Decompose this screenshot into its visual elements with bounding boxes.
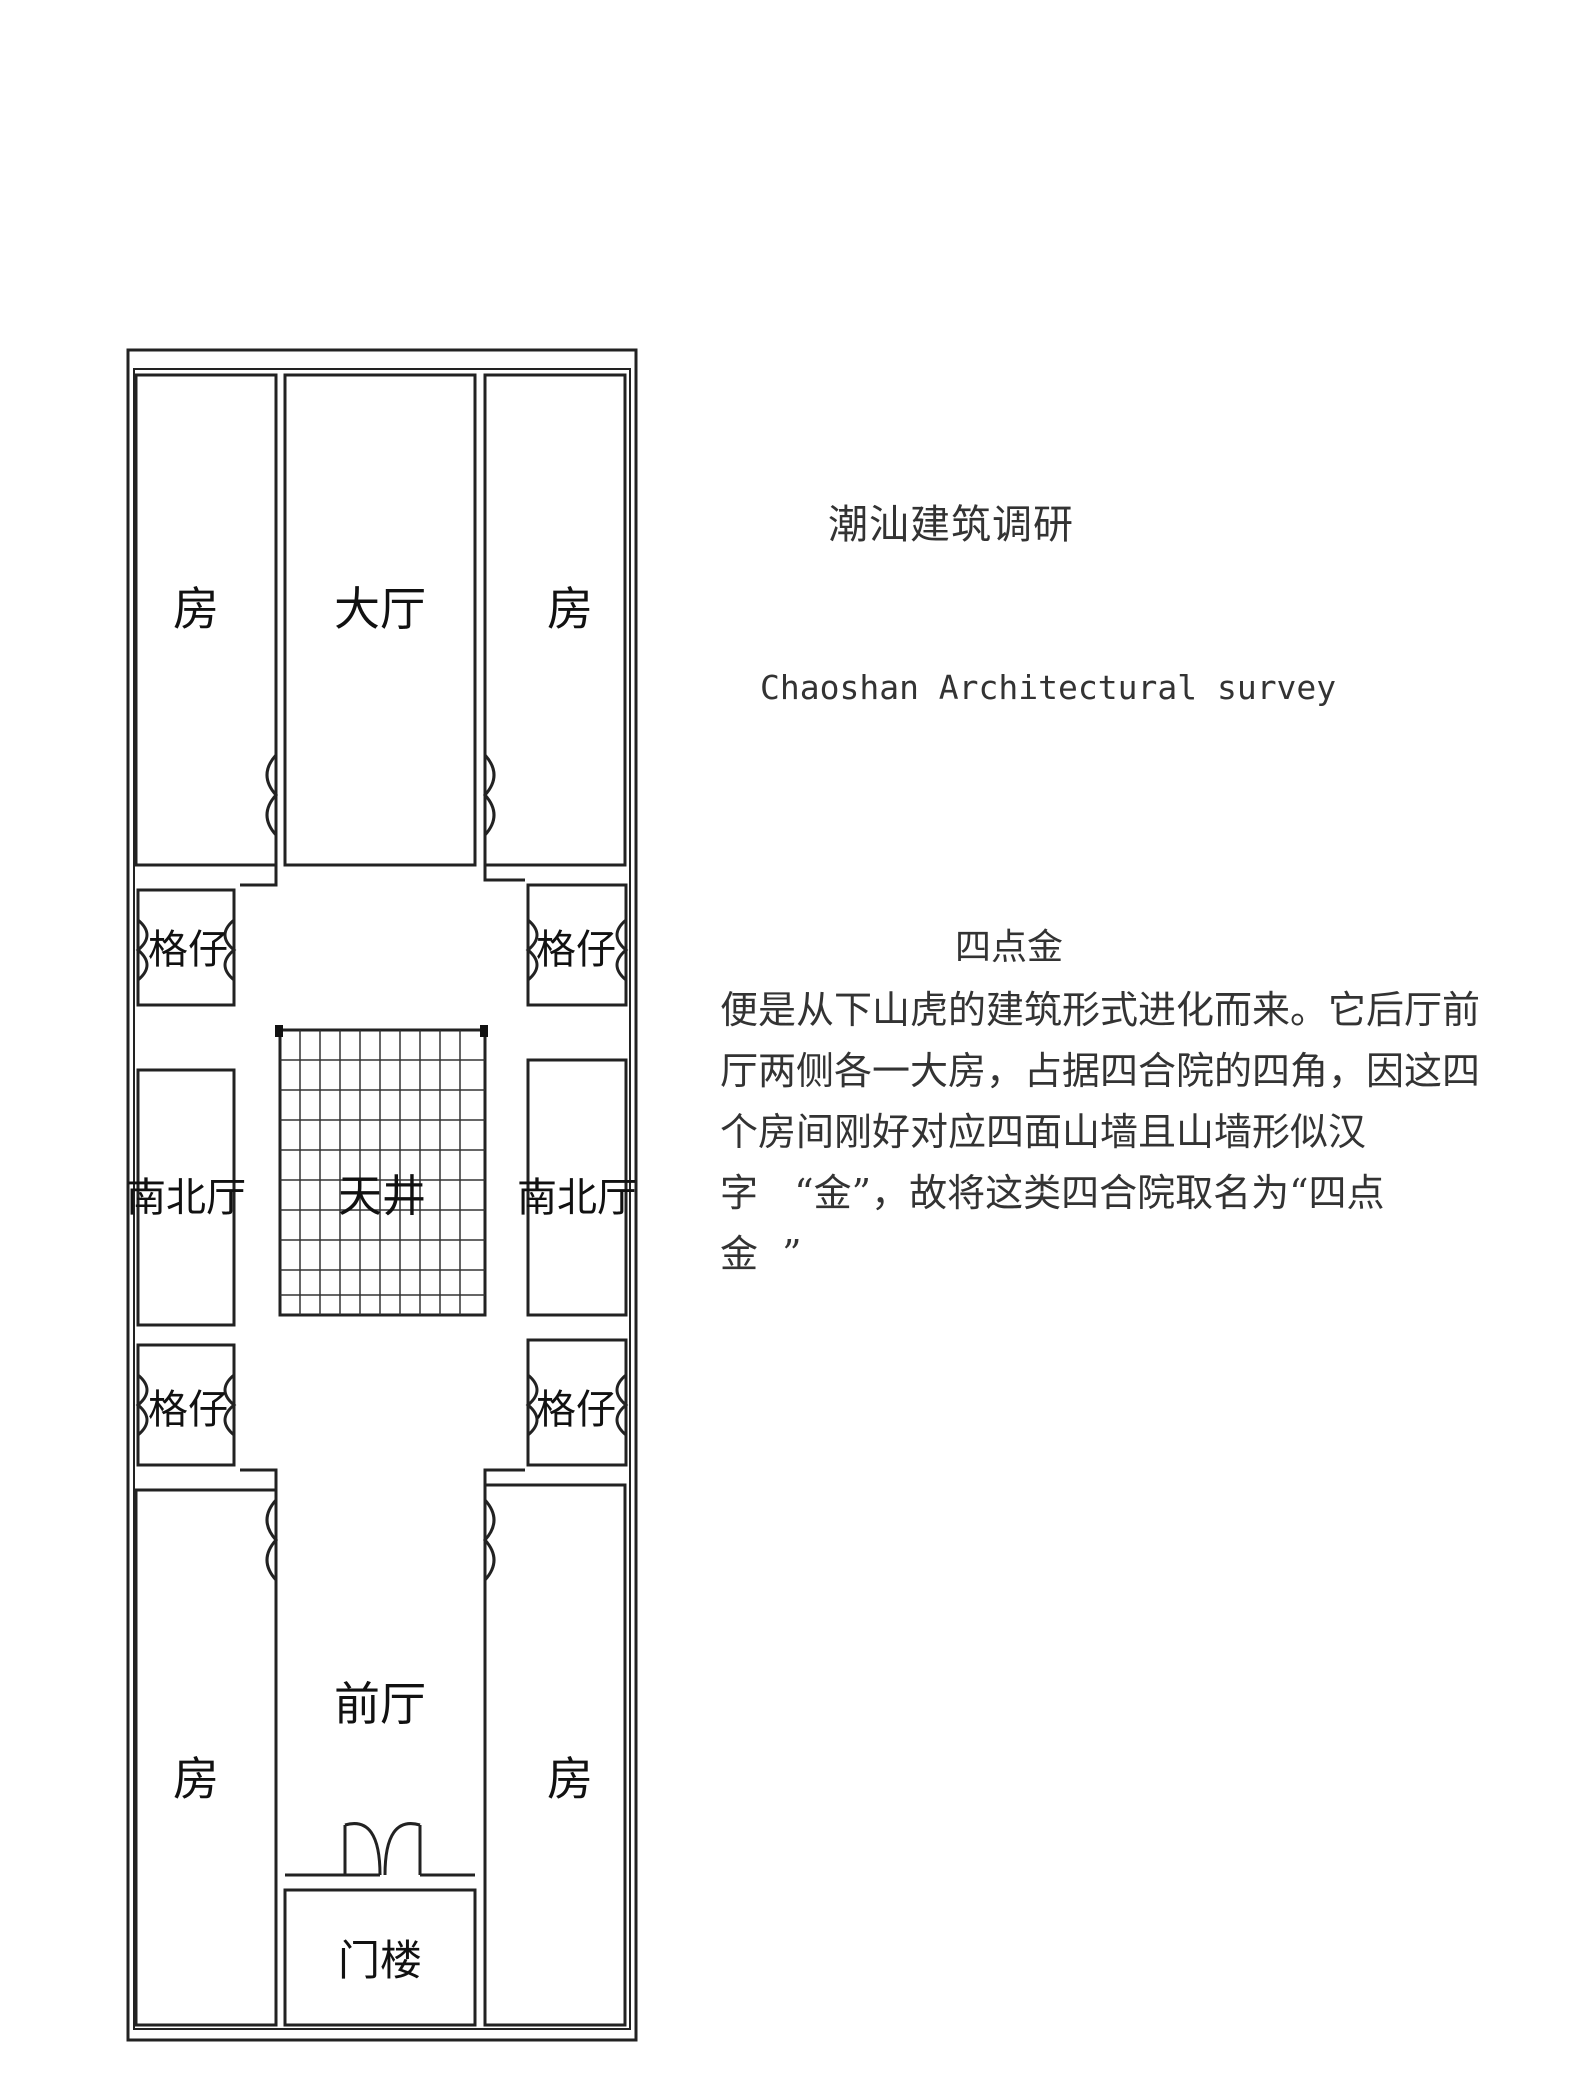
ns-hall-right	[526, 1058, 628, 1317]
wall-segment	[483, 865, 525, 882]
floor-plan-svg: 房 大厅 房 格仔 格仔 南北厅 天井 南北厅 格仔 格仔 房 前厅 房 门楼	[126, 348, 638, 2042]
door-swing	[223, 918, 237, 982]
floor-plan-diagram: 房 大厅 房 格仔 格仔 南北厅 天井 南北厅 格仔 格仔 房 前厅 房 门楼	[120, 345, 650, 2085]
door-swing	[482, 753, 496, 837]
body-line: 便是从下山虎的建筑形式进化而来。它后厅前	[720, 988, 1481, 1032]
gatehouse	[283, 1888, 477, 2027]
wall-segment	[483, 1468, 525, 1485]
label-side-room-upper-right: 格仔	[536, 927, 616, 973]
label-ns-hall-left: 南北厅	[126, 1175, 246, 1221]
room-bottom-right	[483, 1483, 627, 2027]
door-swing	[265, 1498, 279, 1582]
label-ns-hall-right: 南北厅	[517, 1175, 637, 1221]
ns-hall-left	[136, 1068, 236, 1327]
wall-segment	[240, 1468, 278, 1490]
body-line: 厅两侧各一大房，占据四合院的四角，因这四	[720, 1049, 1481, 1093]
courtyard	[278, 1028, 487, 1317]
label-room-top-right: 房	[547, 582, 593, 636]
side-room-upper-right	[526, 883, 628, 1007]
door-swing	[135, 918, 149, 982]
door-swing	[525, 918, 539, 982]
section-heading: 四点金	[955, 927, 1064, 968]
label-front-hall: 前厅	[334, 1677, 426, 1731]
room-bottom-left	[134, 1488, 278, 2027]
wall-segment	[240, 865, 278, 887]
door-swing	[265, 753, 279, 837]
courtyard-post	[275, 1025, 283, 1037]
room-top-right	[483, 373, 627, 867]
door-swing	[344, 1822, 421, 1876]
label-side-room-upper-left: 格仔	[148, 927, 228, 973]
document-subtitle: Chaoshan Architectural survey	[760, 668, 1337, 707]
side-room-upper-left	[136, 888, 236, 1007]
label-courtyard: 天井	[338, 1171, 426, 1222]
label-gatehouse: 门楼	[338, 1936, 422, 1985]
body-line: 字 “金”，故将这类四合院取名为“四点	[720, 1171, 1385, 1215]
door-swing	[615, 1373, 629, 1437]
door-swing	[482, 1498, 496, 1582]
door-swing	[615, 918, 629, 982]
label-room-bottom-right: 房	[547, 1752, 593, 1806]
label-side-room-lower-left: 格仔	[148, 1387, 228, 1433]
side-room-lower-right	[526, 1338, 628, 1467]
inner-outer-wall	[133, 368, 631, 2030]
body-paragraph: 便是从下山虎的建筑形式进化而来。它后厅前 厅两侧各一大房，占据四合院的四角，因这…	[720, 980, 1480, 1285]
outer-wall	[126, 348, 638, 2042]
body-line: 金 ”	[720, 1232, 802, 1276]
courtyard-post	[480, 1025, 488, 1037]
room-top-left	[134, 373, 278, 867]
body-line: 个房间刚好对应四面山墙且山墙形似汉	[720, 1110, 1367, 1154]
document-title: 潮汕建筑调研	[828, 502, 1074, 548]
label-main-hall: 大厅	[334, 582, 426, 636]
label-side-room-lower-right: 格仔	[536, 1387, 616, 1433]
door-swing	[525, 1373, 539, 1437]
courtyard-grid	[280, 1030, 485, 1315]
label-room-top-left: 房	[173, 582, 219, 636]
label-room-bottom-left: 房	[173, 1752, 219, 1806]
main-hall	[283, 373, 477, 867]
door-swing	[135, 1373, 149, 1437]
door-swing	[223, 1373, 237, 1437]
